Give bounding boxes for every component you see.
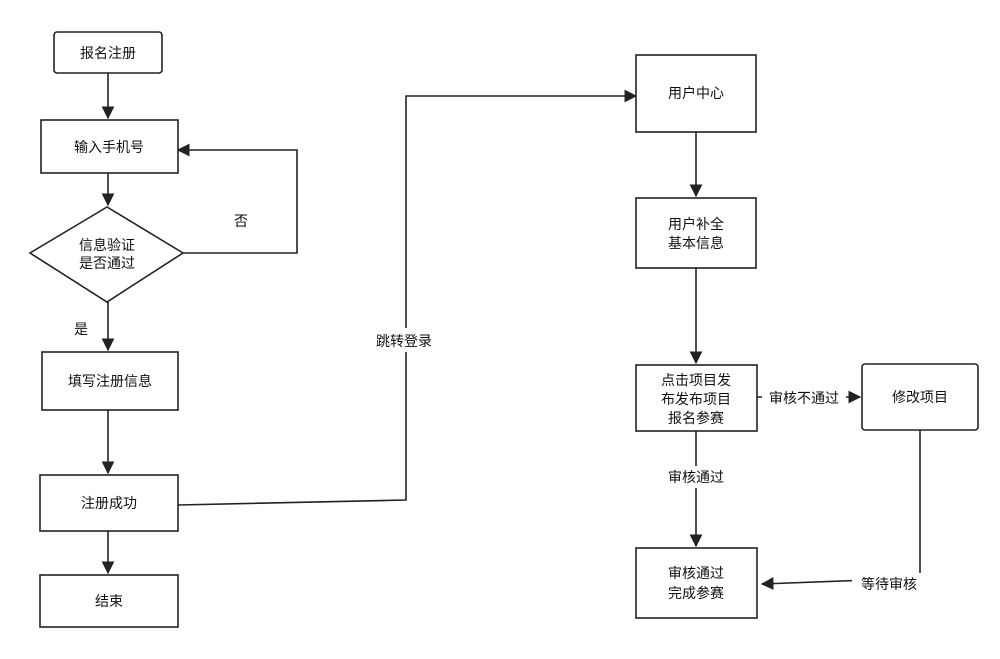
- node-fill-info: 填写注册信息: [41, 351, 179, 411]
- node-complete-label-1: 用户补全: [668, 216, 724, 233]
- node-modify: 修改项目: [861, 363, 979, 431]
- node-user-center-label: 用户中心: [668, 85, 724, 102]
- node-complete-info: 用户补全 基本信息: [635, 197, 757, 269]
- edge-verify-no-loop: [176, 143, 298, 254]
- edge-label-passed: 审核通过: [668, 470, 724, 486]
- node-approved: 审核通过 完成参赛: [635, 547, 758, 619]
- node-verify-decision: 信息验证 是否通过: [28, 206, 185, 303]
- edge-label-rejected: 审核不通过: [769, 391, 839, 407]
- edge-label-no: 否: [234, 214, 248, 230]
- edge-label-yes: 是: [74, 322, 88, 338]
- node-enter-phone-label: 输入手机号: [74, 140, 144, 156]
- node-modify-label: 修改项目: [892, 390, 948, 406]
- node-complete-label-2: 基本信息: [668, 235, 724, 252]
- node-verify-label-2: 是否通过: [79, 256, 135, 272]
- node-enter-phone: 输入手机号: [40, 119, 179, 174]
- node-publish-label-1: 点击项目发: [661, 373, 731, 389]
- node-reg-success: 注册成功: [39, 474, 179, 532]
- node-publish-label-2: 布发布项目: [661, 392, 731, 408]
- node-fill-info-label: 填写注册信息: [68, 373, 152, 390]
- node-reg-success-label: 注册成功: [81, 496, 137, 512]
- edge-label-jump-login: 跳转登录: [376, 334, 432, 350]
- node-end-label: 结束: [95, 594, 123, 610]
- node-verify-label-1: 信息验证: [79, 237, 135, 254]
- edge-modify-wait: [760, 430, 921, 590]
- edge-label-wait-review: 等待审核: [861, 576, 917, 593]
- node-end: 结束: [39, 574, 179, 628]
- node-publish: 点击项目发 布发布项目 报名参赛: [635, 364, 758, 432]
- node-user-center: 用户中心: [635, 54, 757, 133]
- edge-jump-login: [177, 89, 638, 506]
- node-register: 报名注册: [53, 31, 163, 74]
- node-register-label: 报名注册: [80, 46, 136, 62]
- node-publish-label-3: 报名参赛: [668, 410, 724, 427]
- node-approved-label-1: 审核通过: [668, 566, 724, 582]
- node-approved-label-2: 完成参赛: [668, 585, 724, 602]
